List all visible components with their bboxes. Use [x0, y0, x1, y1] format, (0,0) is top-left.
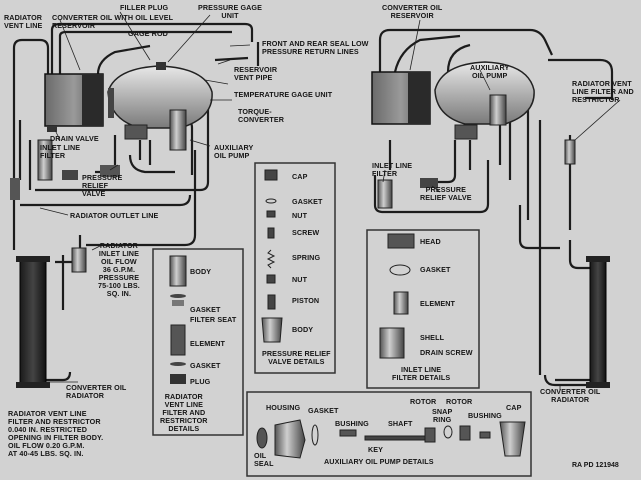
pump-part-gasket: GASKET: [308, 406, 339, 415]
relief-part-gasket: GASKET: [292, 197, 323, 206]
left-vent-filter: [10, 178, 87, 273]
pump-part-bushing-1: BUSHING: [335, 419, 369, 428]
relief-part-nut-2: NUT: [292, 275, 308, 284]
pump-part-shaft: SHAFT: [388, 419, 413, 428]
pump-part-bushing-2: BUSHING: [468, 411, 502, 420]
pump-details-box: [246, 391, 532, 477]
label-gage-rod: GAGE ROD: [128, 29, 168, 38]
vent-part-plug: PLUG: [190, 377, 211, 386]
inlet-filter-parts: [379, 233, 415, 359]
vent-filter-details-box: [152, 248, 244, 436]
inlet-part-drain-screw: DRAIN SCREW: [420, 348, 473, 357]
left-reservoir: [44, 73, 104, 132]
label-pressure-relief-valve-left: PRESSURE RELIEF VALVE: [82, 173, 123, 198]
label-radiator-vent-filter-right: RADIATOR VENT LINE FILTER AND RESTRICTOR: [572, 79, 634, 104]
right-radiator: [586, 256, 610, 388]
relief-part-piston: PISTON: [292, 296, 320, 305]
pump-part-rotor-2: ROTOR: [446, 397, 473, 406]
right-pump-assembly: [377, 94, 507, 209]
label-converter-oil-radiator-left: CONVERTER OIL RADIATOR: [66, 383, 127, 400]
relief-part-nut-1: NUT: [292, 211, 308, 220]
label-converter-oil-radiator-right: CONVERTER OIL RADIATOR: [540, 387, 601, 404]
label-auxiliary-oil-pump-right: AUXILIARY OIL PUMP: [470, 63, 510, 80]
label-radiator-inlet-line: RADIATOR INLET LINE OIL FLOW 36 G.P.M. P…: [98, 241, 140, 298]
label-pressure-gage-unit: PRESSURE GAGE UNIT: [198, 3, 263, 20]
inlet-filter-details-box: [366, 229, 480, 389]
relief-part-spring: SPRING: [292, 253, 321, 262]
label-reservoir-vent-pipe: RESERVOIR VENT PIPE: [234, 65, 278, 82]
label-inlet-line-filter-left: INLET LINE FILTER: [40, 143, 81, 160]
pump-part-snap-ring: SNAP RING: [432, 407, 453, 424]
pump-part-rotor-1: ROTOR: [410, 397, 437, 406]
label-drain-valve: DRAIN VALVE: [50, 134, 99, 143]
label-inlet-line-filter-right: INLET LINE FILTER: [372, 161, 413, 178]
leader-lines: [39, 11, 621, 390]
pump-part-key: KEY: [368, 445, 384, 454]
pump-part-oil-seal: OIL SEAL: [254, 451, 274, 468]
inlet-part-head: HEAD: [420, 237, 441, 246]
label-vent-note: RADIATOR VENT LINE FILTER AND RESTRICTOR…: [8, 409, 104, 458]
relief-valve-caption: PRESSURE RELIEF VALVE DETAILS: [262, 349, 331, 366]
vent-part-gasket-1: GASKET: [190, 305, 221, 314]
inlet-filter-caption: INLET LINE FILTER DETAILS: [392, 365, 451, 382]
pump-details-caption: AUXILIARY OIL PUMP DETAILS: [324, 457, 434, 466]
pump-part-housing: HOUSING: [266, 403, 301, 412]
pump-part-cap: CAP: [506, 403, 522, 412]
relief-part-body: BODY: [292, 325, 314, 334]
vent-filter-caption: RADIATOR VENT LINE FILTER AND RESTRICTOR…: [160, 392, 208, 433]
label-pressure-relief-valve-right: PRESSURE RELIEF VALVE: [420, 185, 472, 202]
relief-valve-details-box: [254, 162, 336, 374]
vent-part-element: ELEMENT: [190, 339, 226, 348]
right-vent-filter: [564, 139, 576, 165]
inlet-part-shell: SHELL: [420, 333, 445, 342]
left-radiator: [16, 256, 50, 388]
relief-valve-parts: [261, 169, 283, 343]
figure-number: RA PD 121948: [572, 462, 619, 469]
vent-part-body: BODY: [190, 267, 212, 276]
vent-part-filter-seat: FILTER SEAT: [190, 315, 237, 324]
right-reservoir: [371, 71, 431, 125]
right-torque-converter: [434, 61, 535, 125]
left-torque-converter: [107, 62, 213, 129]
relief-part-cap: CAP: [292, 172, 308, 181]
label-temperature-gage-unit: TEMPERATURE GAGE UNIT: [234, 90, 333, 99]
label-radiator-outlet-line: RADIATOR OUTLET LINE: [70, 211, 159, 220]
inlet-part-gasket: GASKET: [420, 265, 451, 274]
label-seal-return-lines: FRONT AND REAR SEAL LOW PRESSURE RETURN …: [262, 39, 369, 56]
label-filler-plug: FILLER PLUG: [120, 3, 169, 12]
left-pump-assembly: [37, 109, 187, 181]
inlet-part-element: ELEMENT: [420, 299, 456, 308]
pump-parts: [256, 419, 526, 459]
relief-part-screw: SCREW: [292, 228, 320, 237]
label-converter-oil-reservoir-right: CONVERTER OIL RESERVOIR: [382, 3, 443, 20]
label-torque-converter: TORQUE- CONVERTER: [238, 107, 285, 124]
vent-filter-parts: [169, 255, 187, 384]
vent-part-gasket-2: GASKET: [190, 361, 221, 370]
label-radiator-vent-line: RADIATOR VENT LINE: [4, 13, 43, 30]
label-converter-oil-reservoir: CONVERTER OIL WITH OIL LEVEL RESERVOIR: [52, 13, 174, 30]
label-auxiliary-oil-pump-left: AUXILIARY OIL PUMP: [214, 143, 254, 160]
